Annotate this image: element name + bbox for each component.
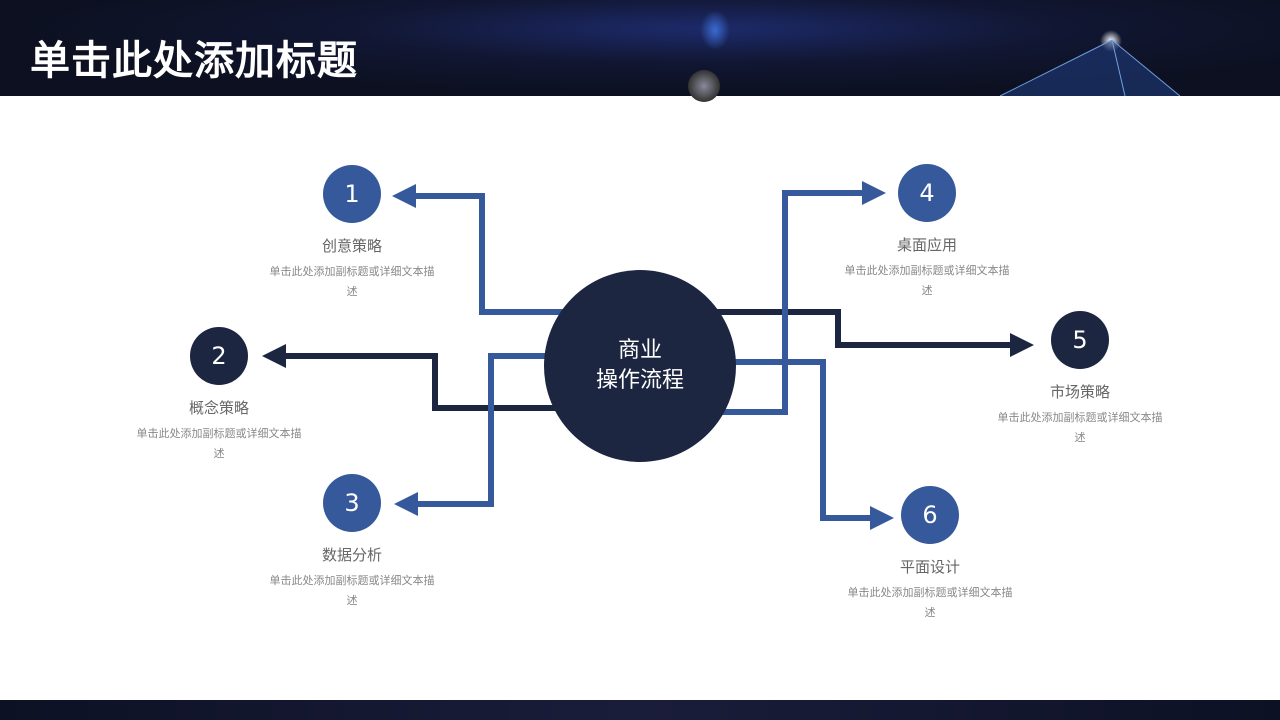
page-title[interactable]: 单击此处添加标题	[30, 38, 358, 84]
step-label: 平面设计	[899, 558, 960, 576]
step-node-3[interactable]: 3 数据分析 单击此处添加副标题或详细文本描述	[232, 474, 472, 611]
step-number-badge: 3	[323, 474, 381, 532]
arrow-to-4	[715, 181, 886, 415]
step-description: 单击此处添加副标题或详细文本描述	[269, 574, 435, 607]
step-node-6[interactable]: 6 平面设计 单击此处添加副标题或详细文本描述	[810, 486, 1050, 623]
center-title-line1: 商业	[617, 338, 662, 363]
step-label: 概念策略	[188, 399, 249, 417]
step-number-badge: 6	[901, 486, 959, 544]
step-node-2[interactable]: 2 概念策略 单击此处添加副标题或详细文本描述	[99, 327, 339, 464]
step-label: 市场策略	[1049, 383, 1110, 401]
arrow-to-1	[392, 184, 570, 315]
arrow-to-3	[394, 353, 550, 516]
step-node-4[interactable]: 4 桌面应用 单击此处添加副标题或详细文本描述	[807, 164, 1047, 301]
step-description: 单击此处添加副标题或详细文本描述	[844, 264, 1010, 297]
step-node-5[interactable]: 5 市场策略 单击此处添加副标题或详细文本描述	[960, 311, 1200, 448]
step-label: 数据分析	[321, 546, 382, 564]
footer-banner	[0, 700, 1280, 720]
step-label: 创意策略	[321, 237, 382, 255]
step-description: 单击此处添加副标题或详细文本描述	[136, 427, 302, 460]
arrow-to-6	[730, 359, 894, 530]
step-number-badge: 4	[898, 164, 956, 222]
lens-flare	[700, 10, 730, 50]
step-number-badge: 2	[190, 327, 248, 385]
center-title-line2: 操作流程	[595, 368, 684, 393]
arrow-to-5	[710, 309, 1034, 357]
center-circle[interactable]: 商业 操作流程	[544, 270, 736, 462]
step-description: 单击此处添加副标题或详细文本描述	[847, 586, 1013, 619]
network-decoration	[999, 39, 1181, 96]
step-number-badge: 1	[323, 165, 381, 223]
step-description: 单击此处添加副标题或详细文本描述	[997, 411, 1163, 444]
header-banner: 单击此处添加标题	[0, 0, 1280, 102]
step-description: 单击此处添加副标题或详细文本描述	[269, 265, 435, 298]
orb-decoration	[688, 70, 720, 102]
step-node-1[interactable]: 1 创意策略 单击此处添加副标题或详细文本描述	[232, 165, 472, 302]
step-number-badge: 5	[1051, 311, 1109, 369]
step-label: 桌面应用	[896, 236, 957, 254]
arrow-to-2	[262, 344, 560, 411]
